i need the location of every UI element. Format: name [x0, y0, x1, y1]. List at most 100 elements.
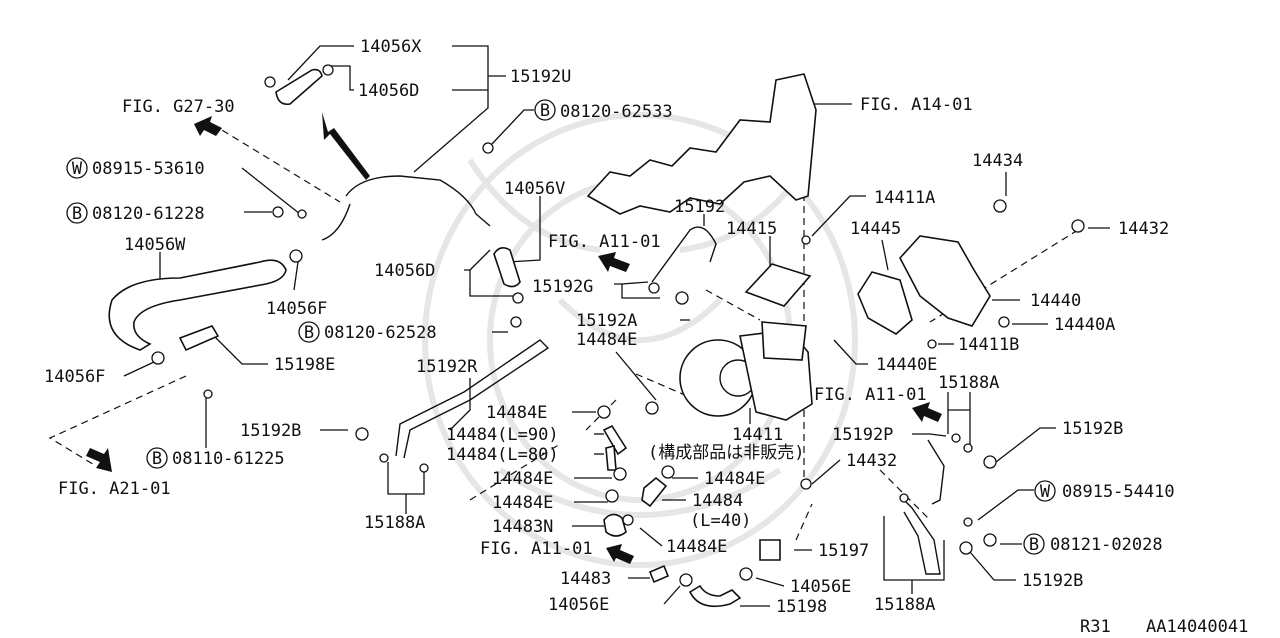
part-label: 14484(L=90)	[446, 425, 559, 445]
part-label: 14484E	[492, 469, 553, 489]
b-marker: B	[72, 204, 82, 224]
part-label: 14440A	[1054, 315, 1115, 335]
part-label: 14484E	[576, 330, 637, 350]
part-label: 14432	[846, 451, 897, 471]
fitting-14483	[648, 564, 670, 584]
part-label: 15192B	[1062, 419, 1123, 439]
figure-reference: FIG. A11-01	[480, 539, 593, 559]
arrow-icon	[598, 252, 630, 272]
hose-14056v	[493, 246, 521, 288]
part-label: 14056F	[44, 367, 105, 387]
revision-mark: R31	[1080, 617, 1111, 637]
part-label: 15188A	[364, 513, 425, 533]
b-marker: B	[540, 101, 550, 121]
figure-reference: FIG. A21-01	[58, 479, 171, 499]
part-label: 14056E	[790, 577, 851, 597]
part-label: 14484E	[492, 493, 553, 513]
arrow-icon	[322, 112, 370, 180]
figure-reference: FIG. A11-01	[814, 385, 927, 405]
part-label: 14484	[692, 491, 743, 511]
exhaust-manifold	[586, 73, 817, 215]
b-marker: B	[304, 323, 314, 343]
part-label: 14056E	[548, 595, 609, 615]
part-label: 14484E	[486, 403, 547, 423]
part-label: 15192B	[1022, 571, 1083, 591]
part-label: 14056X	[360, 37, 422, 57]
part-label: 08120-62533	[560, 102, 673, 122]
part-label: 14411A	[874, 188, 935, 208]
part-label: 15192P	[832, 425, 893, 445]
part-label: 08120-61228	[92, 204, 205, 224]
hose-14484-80	[605, 444, 617, 471]
part-label: 14056D	[374, 261, 435, 281]
part-label: 15192U	[510, 67, 571, 87]
part-label: 14484E	[704, 469, 765, 489]
bracket-15198e	[178, 325, 220, 352]
oil-pipe-15192u	[345, 175, 491, 227]
figure-reference: FIG. A14-01	[860, 95, 973, 115]
gasket-14415	[744, 263, 812, 307]
part-label: 14483	[560, 569, 611, 589]
part-label: 15192R	[416, 357, 478, 377]
part-label: 14056F	[266, 299, 327, 319]
part-label: 14415	[726, 219, 777, 239]
part-label: 14484E	[666, 537, 727, 557]
part-label: 08110-61225	[172, 449, 285, 469]
part-label: 08915-53610	[92, 159, 205, 179]
fitting-14483n	[603, 513, 627, 537]
arrow-icon	[912, 402, 942, 422]
fasteners	[151, 142, 1085, 587]
markers: B W B B B W B	[66, 99, 1056, 555]
part-label: 15188A	[874, 595, 935, 615]
arrow-icon	[194, 116, 222, 136]
heat-shield-14445	[857, 271, 913, 335]
part-label: 14411	[732, 425, 783, 445]
figure-reference: FIG. G27-30	[122, 97, 235, 117]
part-label: 15188A	[938, 373, 999, 393]
pipe-15188a	[899, 495, 941, 575]
part-label: 14440E	[876, 355, 937, 375]
part-label: 15192A	[576, 311, 637, 331]
part-label: 08120-62528	[324, 323, 437, 343]
figure-reference: FIG. A11-01	[548, 232, 661, 252]
pipe-15192	[651, 226, 717, 283]
part-label: (L=40)	[690, 511, 751, 531]
part-label: 14056W	[124, 235, 186, 255]
part-label: 14432	[1118, 219, 1169, 239]
part-label: 15197	[818, 541, 869, 561]
part-label: 14445	[850, 219, 901, 239]
part-labels: 14056X 15192U 14056D FIG. G27-30 08120-6…	[44, 37, 1248, 637]
hose-15198	[688, 584, 742, 608]
part-label: 15198	[776, 597, 827, 617]
turbocharger	[679, 321, 813, 421]
part-label: 14440	[1030, 291, 1081, 311]
part-label: 08121-02028	[1050, 535, 1163, 555]
part-label: 15192	[674, 197, 725, 217]
union-15197	[759, 539, 781, 561]
part-label: 15192B	[240, 421, 301, 441]
diagram-code: AA14040041	[1146, 617, 1248, 637]
w-marker: W	[1040, 482, 1051, 502]
arrows	[86, 112, 942, 564]
hose-14484-40	[641, 476, 668, 508]
part-label: 15192G	[532, 277, 593, 297]
part-label: 14056D	[358, 81, 419, 101]
note-not-sold: (構成部品は非販売)	[648, 443, 804, 463]
part-label: 14434	[972, 151, 1023, 171]
b-marker: B	[152, 449, 162, 469]
part-label: 08915-54410	[1062, 482, 1175, 502]
part-label: 14411B	[958, 335, 1019, 355]
hose-14056x	[275, 68, 323, 106]
part-label: 15198E	[274, 355, 335, 375]
outlet-elbow-14440	[899, 235, 991, 327]
part-label: 14484(L=80)	[446, 445, 559, 465]
arrow-icon	[86, 448, 112, 472]
part-label: 14056V	[504, 179, 565, 199]
w-marker: W	[72, 159, 83, 179]
hose-14056w	[108, 259, 287, 351]
part-label: 14483N	[492, 517, 553, 537]
arrow-icon	[606, 544, 634, 564]
water-pipe-15192r	[395, 339, 550, 459]
b-marker: B	[1029, 535, 1039, 555]
